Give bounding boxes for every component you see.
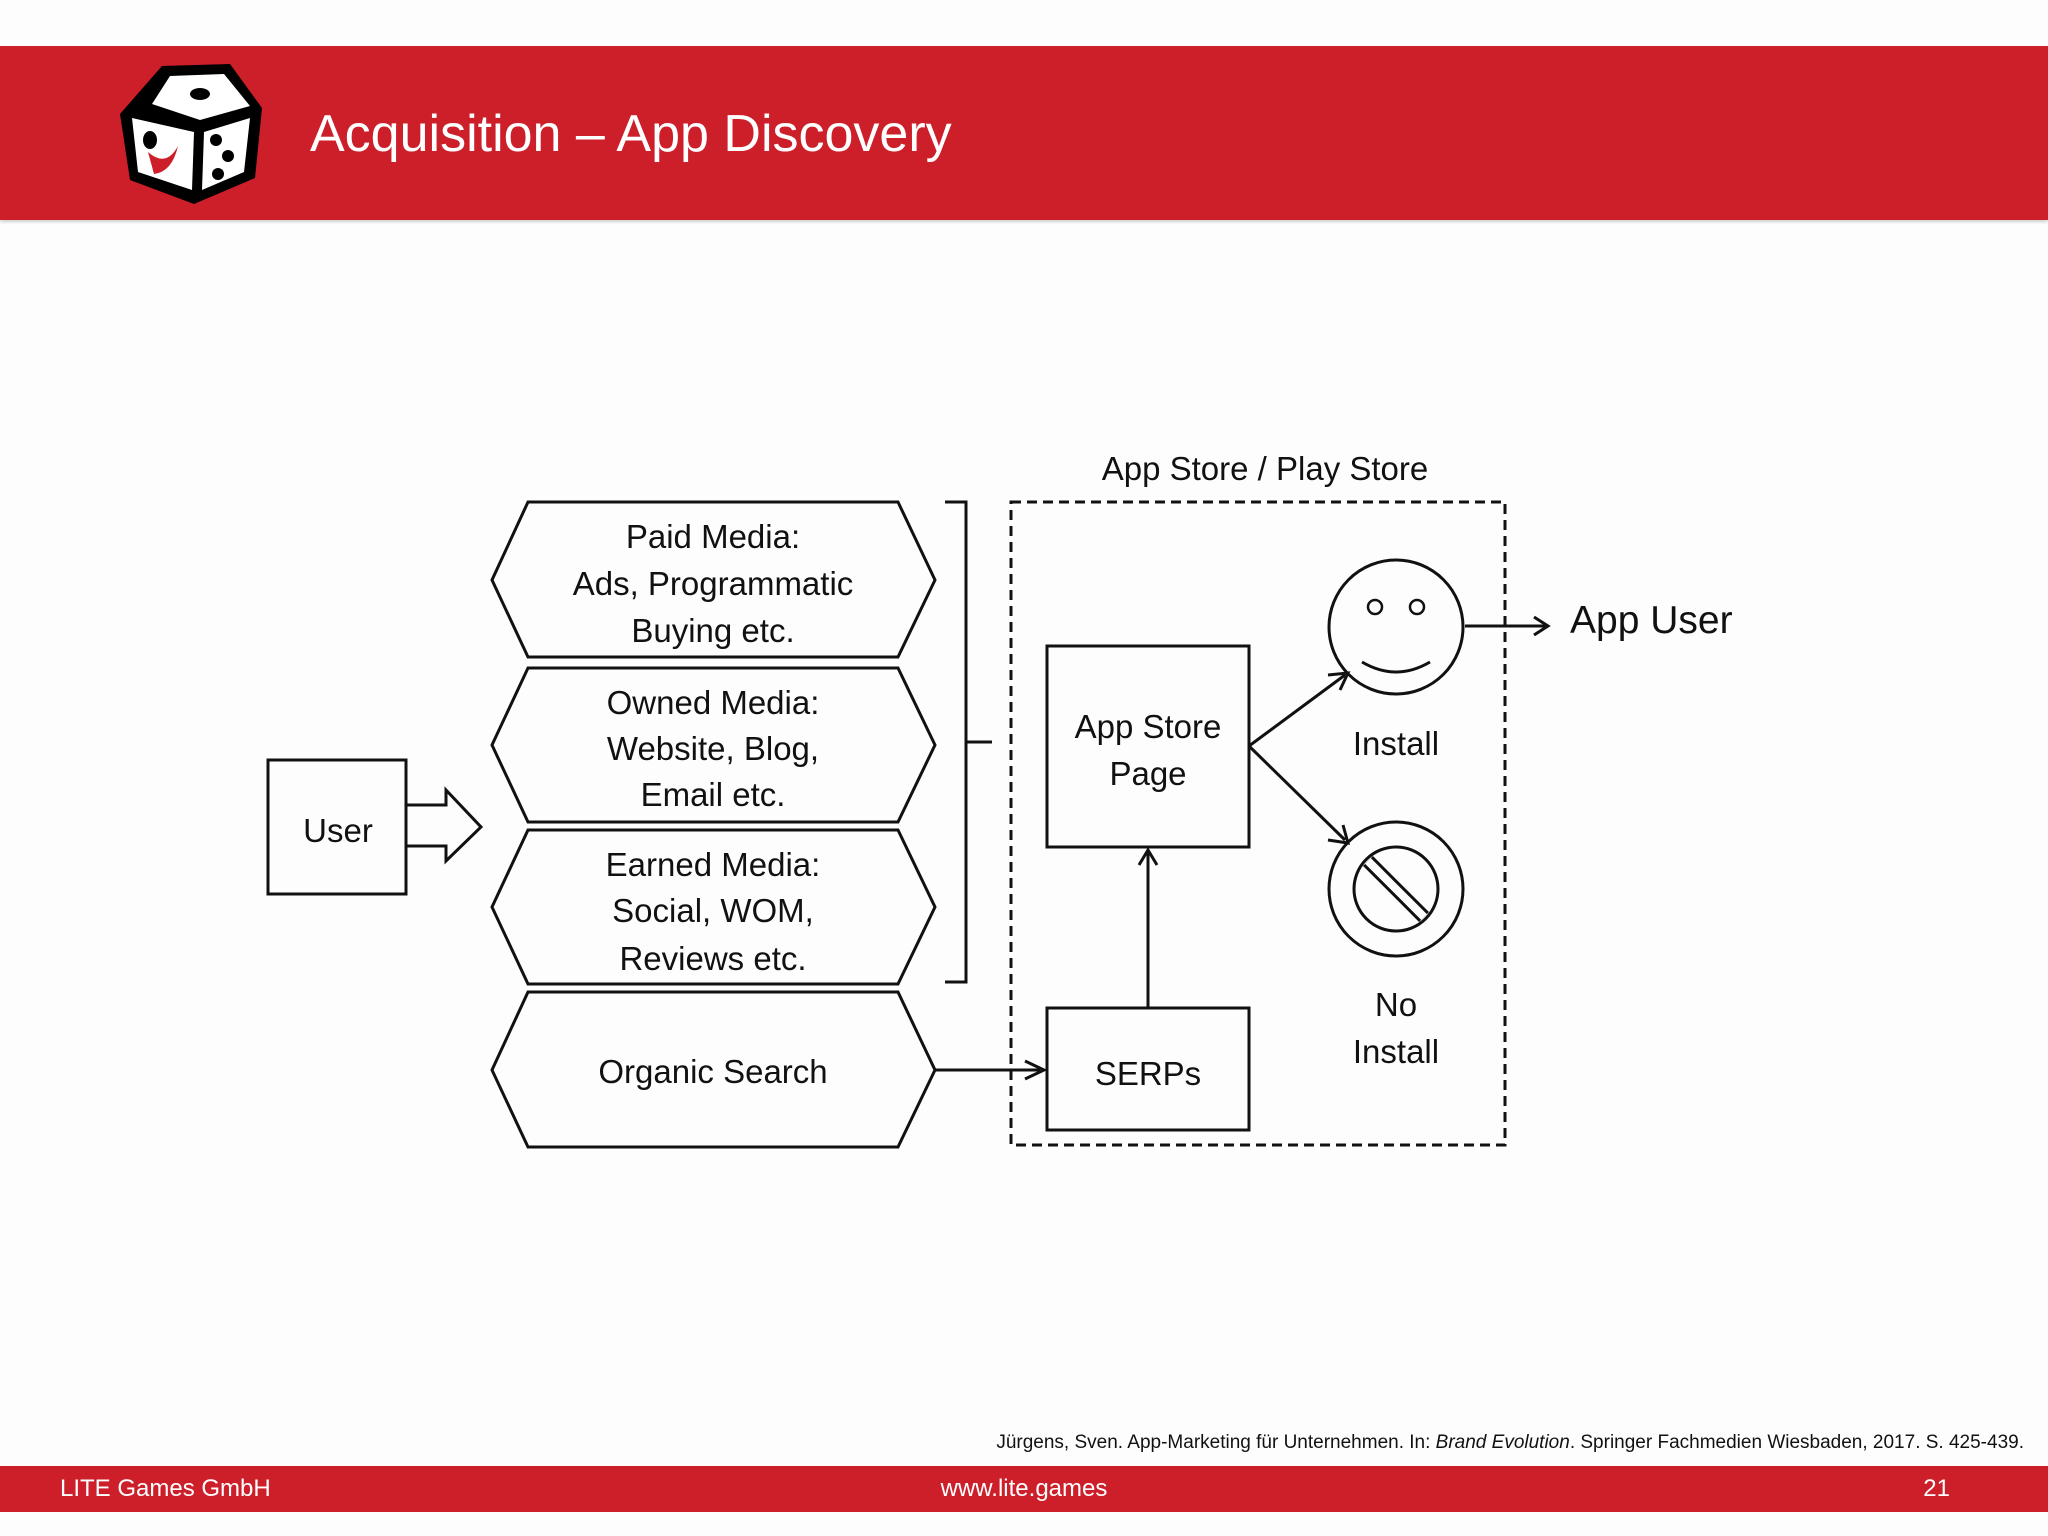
serps-label: SERPs bbox=[1095, 1055, 1201, 1092]
owned-media-line-1: Owned Media: bbox=[607, 684, 820, 721]
slide-footer-bar: www.lite.games LITE Games GmbH 21 bbox=[0, 1466, 2048, 1512]
earned-media-line-2: Social, WOM, bbox=[612, 892, 814, 929]
earned-media-line-1: Earned Media: bbox=[606, 846, 821, 883]
citation-source: . Springer Fachmedien Wiesbaden, 2017. S… bbox=[1569, 1432, 2024, 1453]
citation-title: Brand Evolution bbox=[1435, 1432, 1570, 1453]
page-number: 21 bbox=[1923, 1475, 1950, 1502]
citation: Jürgens, Sven. App-Marketing für Unterne… bbox=[996, 1432, 2024, 1454]
media-bracket bbox=[945, 500, 992, 984]
store-label: App Store / Play Store bbox=[1102, 450, 1429, 487]
app-store-page-line-2: Page bbox=[1109, 755, 1186, 792]
organic-search-hexagon bbox=[490, 990, 937, 1149]
app-store-page-box bbox=[1045, 644, 1251, 849]
footer-url: www.lite.games bbox=[940, 1475, 1108, 1502]
app-store-container bbox=[1009, 500, 1507, 1147]
no-install-line-1: No bbox=[1375, 986, 1417, 1023]
paid-media-hexagon bbox=[490, 500, 937, 659]
smiley-icon bbox=[1327, 558, 1465, 696]
dice-logo-icon bbox=[120, 64, 262, 204]
paid-media-line-2: Ads, Programmatic bbox=[573, 565, 854, 602]
install-label: Install bbox=[1353, 725, 1439, 762]
owned-media-line-3: Email etc. bbox=[641, 776, 786, 813]
earned-media-hexagon bbox=[490, 828, 937, 986]
paid-media-line-1: Paid Media: bbox=[626, 518, 800, 555]
slide-title: Acquisition – App Discovery bbox=[310, 105, 952, 163]
earned-media-line-3: Reviews etc. bbox=[619, 940, 806, 977]
paid-media-line-3: Buying etc. bbox=[631, 612, 794, 649]
user-label: User bbox=[303, 812, 373, 849]
app-store-page-line-1: App Store bbox=[1075, 708, 1222, 745]
user-arrow bbox=[406, 786, 484, 865]
owned-media-line-2: Website, Blog, bbox=[607, 730, 819, 767]
owned-media-hexagon bbox=[490, 666, 937, 824]
no-install-line-2: Install bbox=[1353, 1033, 1439, 1070]
user-box bbox=[266, 758, 408, 896]
footer-company: LITE Games GmbH bbox=[60, 1475, 271, 1502]
slide-header-bar bbox=[0, 46, 2048, 220]
page-to-install-arrow bbox=[1248, 673, 1346, 748]
citation-text: Jürgens, Sven. App-Marketing für Unterne… bbox=[996, 1432, 1436, 1453]
page-to-no-install-arrow bbox=[1247, 744, 1347, 842]
app-user-label: App User bbox=[1570, 599, 1733, 642]
prohibited-icon bbox=[1327, 820, 1465, 958]
organic-search-label: Organic Search bbox=[598, 1053, 827, 1090]
